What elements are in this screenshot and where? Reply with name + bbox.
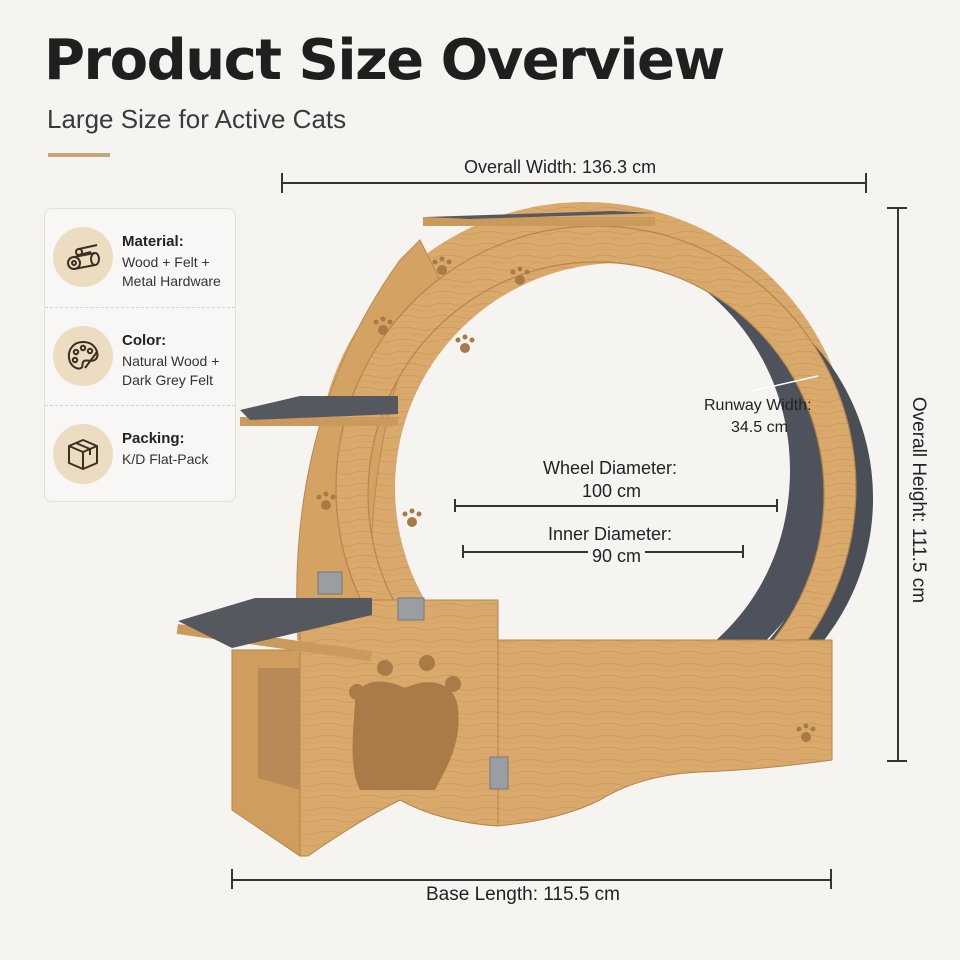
base-tick-right [830,869,832,889]
top-step [423,211,655,226]
inner-diameter-tick-left [462,545,464,558]
overall-height-label: Overall Height: 111.5 cm [908,396,929,604]
spec-label-material: Material: [122,233,184,250]
spec-row-material: Material: Wood + Felt + Metal Hardware [45,209,235,307]
height-tick-bottom [887,760,907,762]
width-tick-left [281,173,283,193]
middle-step [240,396,398,426]
box-icon [53,424,113,484]
base-length-label: Base Length: 115.5 cm [426,884,620,905]
spec-value-packing: K/D Flat-Pack [122,451,209,467]
width-dimension-line [282,182,867,184]
hinge-plate [489,756,509,790]
spec-row-color: Color: Natural Wood + Dark Grey Felt [45,307,235,406]
wheel-diameter-tick-right [776,499,778,512]
height-dimension-line [897,207,899,761]
inner-diameter-value: 90 cm [588,546,646,567]
spec-row-packing: Packing: K/D Flat-Pack [45,405,235,504]
width-tick-right [865,173,867,193]
spec-label-color: Color: [122,332,167,349]
paw-opening [352,681,459,790]
base-dimension-line [232,879,831,881]
overall-width-label: Overall Width: 136.3 cm [464,157,657,177]
bottom-step [176,598,373,662]
runway-width-label: Runway Width: [704,397,812,414]
runway-width-line [751,375,819,392]
wood-logs-icon [53,227,113,287]
wheel-diameter-line [455,505,777,507]
spec-value-material: Wood + Felt + Metal Hardware [122,254,221,289]
inner-diameter-tick-right [742,545,744,558]
hinge-plate [397,597,425,621]
accent-divider [48,153,110,157]
height-tick-top [887,207,907,209]
side-box-opening [258,668,300,790]
wheel-diameter-tick-left [454,499,456,512]
base-tick-left [231,869,233,889]
spec-value-color: Natural Wood + Dark Grey Felt [122,353,220,388]
wheel-diameter-label: Wheel Diameter: [543,458,678,478]
page-title: Product Size Overview [44,28,725,93]
hinge-plate [317,571,343,595]
felt-runway [540,262,874,730]
wheel-base [497,639,833,827]
spec-card: Material: Wood + Felt + Metal Hardware C… [44,208,236,502]
palette-icon [53,326,113,386]
page-subtitle: Large Size for Active Cats [47,104,347,134]
inner-diameter-label: Inner Diameter: [548,524,673,544]
wheel-diameter-value: 100 cm [582,481,642,501]
paw-prints [316,256,816,742]
runway-width-value: 34.5 cm [731,419,788,436]
spec-label-packing: Packing: [122,430,185,447]
